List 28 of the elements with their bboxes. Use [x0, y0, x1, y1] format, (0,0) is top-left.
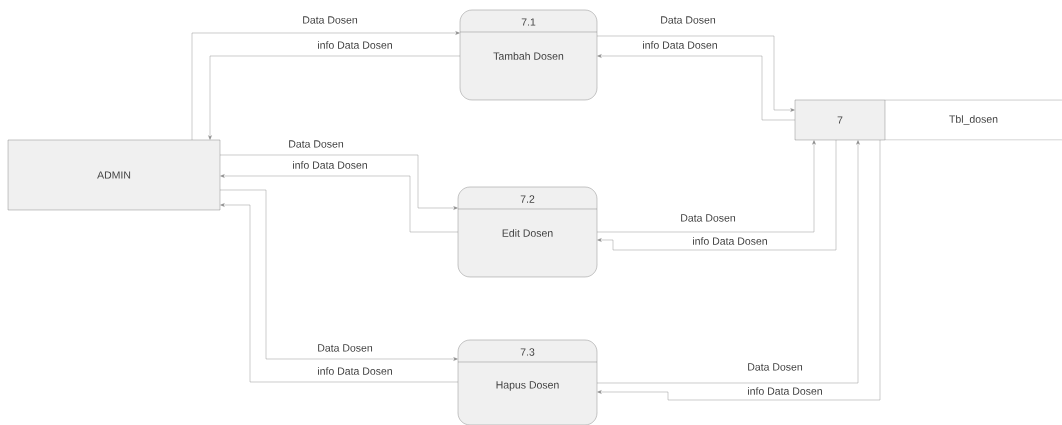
- arrow: [219, 189, 458, 361]
- edge-label: Data Dosen: [659, 15, 717, 25]
- edge-label: info Data Dosen: [691, 236, 769, 246]
- process-box: 7.1 Tambah Dosen: [459, 9, 598, 101]
- process-box: 7.2 Edit Dosen: [457, 186, 598, 278]
- node-label: Tbl_dosen: [949, 115, 998, 125]
- edge-label: info Data Dosen: [316, 366, 394, 376]
- process-box: 7.3 Hapus Dosen: [457, 339, 598, 425]
- edge-label: info Data Dosen: [316, 40, 394, 50]
- edge-label: Data Dosen: [746, 362, 804, 372]
- edge-label: Data Dosen: [301, 15, 359, 25]
- edge-label: Data Dosen: [287, 139, 345, 149]
- edge-label: info Data Dosen: [291, 160, 369, 170]
- arrow: [596, 140, 816, 233]
- edge-label: info Data Dosen: [641, 40, 719, 50]
- arrow: [597, 139, 837, 251]
- data-store: 7 Tbl_dosen: [794, 99, 1062, 141]
- arrow: [597, 54, 796, 121]
- arrow: [596, 35, 795, 112]
- arrow: [219, 154, 458, 210]
- arrow: [208, 55, 461, 140]
- arrow: [191, 31, 460, 141]
- arrow: [220, 203, 459, 383]
- edge-label: Data Dosen: [679, 213, 737, 223]
- edge-label: info Data Dosen: [746, 386, 824, 396]
- arrow: [220, 174, 459, 233]
- edge-label: Data Dosen: [316, 343, 374, 353]
- entity-box: ADMIN: [7, 139, 221, 211]
